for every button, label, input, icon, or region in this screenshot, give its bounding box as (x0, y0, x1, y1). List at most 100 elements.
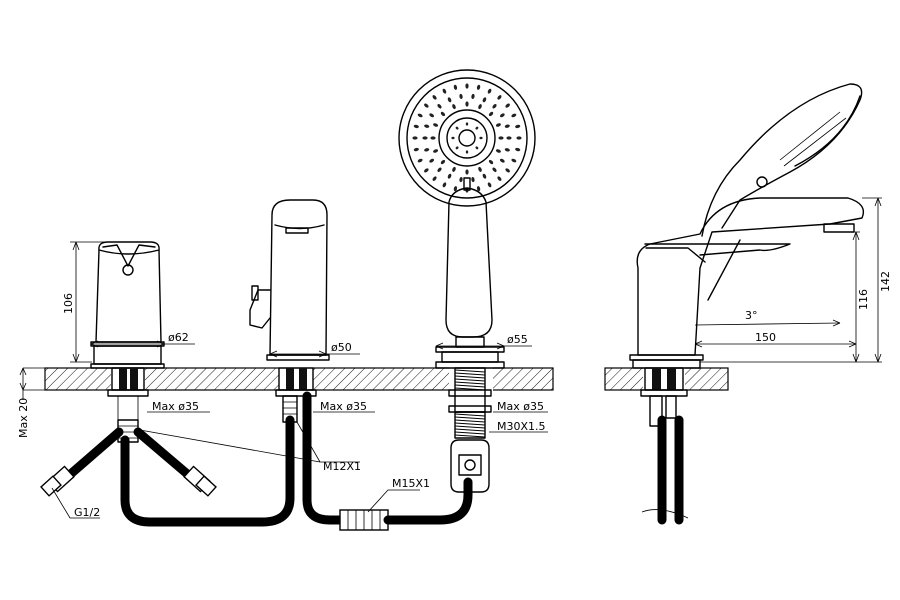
thread-line (454, 425, 486, 429)
nozzle (475, 126, 479, 130)
nozzle (478, 104, 482, 110)
nozzle (492, 104, 497, 109)
thread-line (454, 428, 486, 432)
nozzle (488, 111, 494, 117)
nozzle (417, 113, 423, 118)
thread-line (454, 434, 486, 438)
thread-line (454, 413, 486, 417)
dimension-labels: ø62 ø50 ø55 106 Max 20 Max ø35 Max ø35 M… (17, 271, 892, 519)
thread-line (454, 422, 486, 426)
nozzle (447, 97, 452, 103)
nozzle (471, 176, 475, 183)
thread-line (454, 416, 486, 420)
nozzle (476, 84, 481, 90)
nozzle (465, 83, 469, 89)
label-m30: M30X1.5 (497, 420, 546, 433)
nozzle (447, 173, 452, 179)
nozzle (471, 93, 475, 100)
nozzle (511, 158, 517, 163)
nozzle (433, 149, 439, 153)
nozzle (465, 169, 469, 175)
nozzle (459, 93, 463, 100)
nozzle (424, 168, 429, 173)
nozzle (495, 123, 501, 127)
nozzle (433, 123, 439, 127)
nozzle (432, 95, 437, 100)
nozzle (497, 95, 502, 100)
nozzle (459, 176, 463, 183)
nozzle (487, 182, 492, 188)
nozzle (515, 124, 521, 129)
shower-nozzles (412, 83, 522, 193)
thread-line (454, 375, 486, 379)
nozzle (505, 168, 510, 173)
thread-line (454, 381, 486, 385)
nozzle (511, 113, 517, 118)
nozzle (424, 103, 429, 108)
label-d50: ø50 (331, 341, 352, 354)
left-connector-nut (40, 465, 75, 497)
nozzle (455, 126, 459, 130)
nozzle (482, 97, 487, 103)
nozzle (440, 159, 446, 165)
right-connector-nut (183, 465, 217, 497)
thread-line (454, 369, 486, 373)
thread-line (454, 431, 486, 435)
nozzle (506, 136, 512, 140)
nozzle (495, 149, 501, 153)
nozzle (499, 158, 505, 163)
spout-hose (302, 391, 473, 531)
label-m12: M12X1 (323, 460, 361, 473)
nozzle (453, 186, 458, 192)
spout-body (249, 199, 330, 361)
nozzle (515, 147, 521, 152)
hand-shower-head (398, 69, 536, 207)
label-d55: ø55 (507, 333, 528, 346)
nozzle (417, 158, 423, 163)
nozzle (505, 103, 510, 108)
nozzle (412, 136, 418, 140)
nozzle (479, 136, 483, 140)
thread-line (454, 372, 486, 376)
nozzle (422, 136, 428, 140)
countertop-side (604, 366, 729, 392)
nozzle (453, 84, 458, 90)
nozzle (475, 146, 479, 150)
nozzle (424, 148, 430, 152)
side-view-handshower (701, 83, 863, 301)
nozzle (478, 166, 482, 172)
nozzle (413, 124, 419, 129)
side-view-body (629, 197, 865, 369)
nozzle (437, 104, 442, 109)
nozzle (499, 113, 505, 118)
nozzle (497, 176, 502, 181)
nozzle (440, 111, 446, 117)
nozzle (442, 182, 447, 188)
spout-mount (275, 367, 317, 423)
label-max20: Max 20 (17, 398, 30, 438)
nozzle (488, 159, 494, 165)
nozzle (487, 88, 492, 94)
side-view-mount (640, 367, 689, 525)
label-max35-spout: Max ø35 (320, 400, 367, 413)
nozzle (455, 146, 459, 150)
label-116: 116 (857, 289, 870, 310)
thread-line (454, 419, 486, 423)
nozzle (429, 158, 435, 163)
nozzle (430, 136, 436, 140)
nozzle (452, 166, 456, 172)
label-d62: ø62 (168, 331, 189, 344)
nozzle (498, 136, 504, 140)
nozzle (465, 122, 469, 126)
nozzle (413, 147, 419, 152)
hand-shower-handle (435, 177, 505, 369)
nozzle (482, 173, 487, 179)
nozzle (516, 136, 522, 140)
thread-line (454, 378, 486, 382)
dimension-lines (19, 197, 882, 519)
nozzle (504, 148, 510, 152)
nozzle (442, 88, 447, 94)
thread-line (454, 384, 486, 388)
nozzle (492, 167, 497, 172)
